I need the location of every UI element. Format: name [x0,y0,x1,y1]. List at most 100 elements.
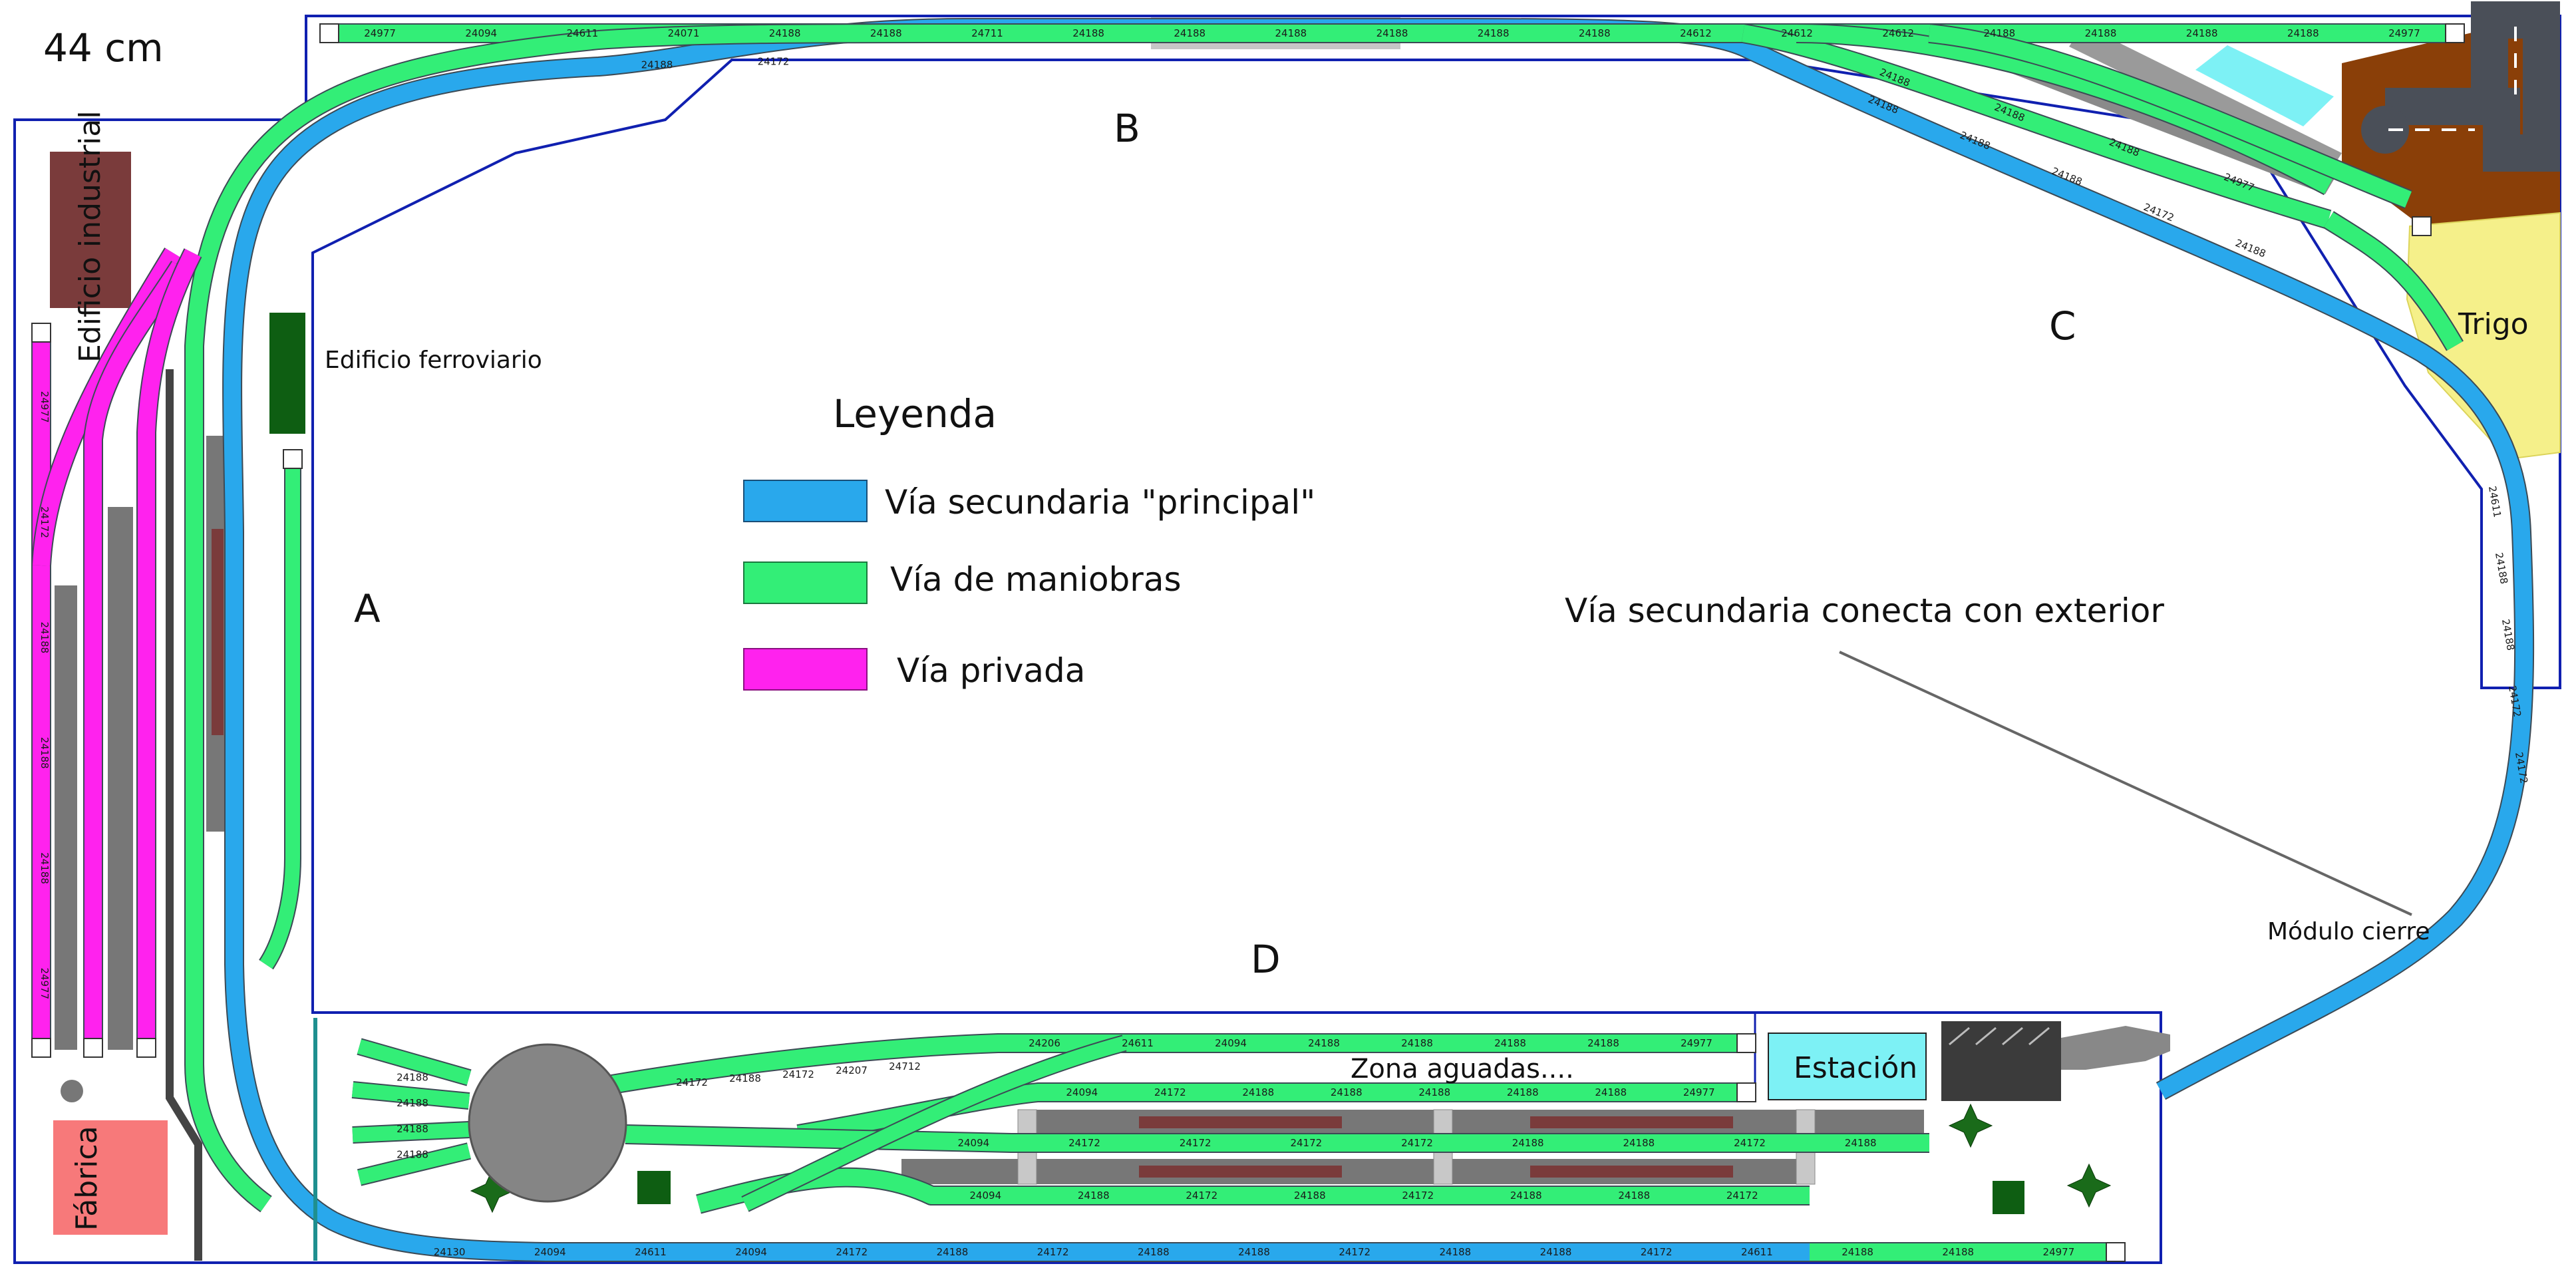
track-code: 24188 [1623,1137,1655,1149]
track-code: 24188 [39,621,51,653]
track-code: 24712 [889,1060,921,1072]
engine-shed-line-1 [1949,1027,1970,1046]
track-code: 24188 [2493,552,2510,585]
track-code: 24188 [1174,27,1206,39]
legend-title: Leyenda [833,391,997,436]
track-code: 24977 [39,967,51,999]
buffer-stop [2106,1242,2126,1262]
cyan-warehouse [2195,45,2334,126]
left-shunting-siding [259,459,301,970]
track-code: 24172 [1734,1137,1766,1149]
buffer-stop [1736,1082,1756,1102]
track-code: 24172 [782,1068,814,1080]
track-code: 24172 [1402,1190,1434,1201]
track-code: 24188 [1842,1246,1873,1258]
industrial-building [50,152,131,308]
platform-shelter-3 [1139,1166,1342,1178]
track-code: 24172 [758,56,790,68]
buffer-stop [2412,216,2432,236]
track-code: 24188 [769,27,801,39]
platform-left-3-shed [212,529,224,735]
buffer-stop [83,1038,103,1058]
station-label: Estación [1794,1051,1917,1085]
loco-stub-4 [357,1142,472,1186]
track-code: 24188 [1579,27,1611,39]
track-code: 24188 [397,1149,428,1161]
private-siding-2 [31,247,182,566]
platform-shelter-1 [1139,1116,1342,1128]
track-code: 24172 [1037,1246,1069,1258]
track-code: 24172 [1641,1246,1673,1258]
track-code: 24207 [836,1064,868,1076]
private-siding-4 [136,248,202,1048]
tracks-layer [31,18,2535,1262]
track-code: 24188 [1331,1086,1363,1098]
engine-shed-line-4 [2028,1027,2050,1046]
station-track-3 [625,1124,1929,1153]
station-crossover [741,1035,1127,1212]
upper-right-siding-c [1928,23,2412,209]
private-siding-3 [83,261,188,1048]
buffer-stop [136,1038,156,1058]
track-code: 24188 [729,1072,761,1084]
track-code: 24612 [1680,27,1712,39]
water-tower [637,1171,671,1204]
industrial-building-label: Edificio industrial [73,110,107,363]
legend-label-shunting: Vía de maniobras [890,560,1182,599]
kiosk [1993,1181,2024,1214]
track-code: 24188 [2186,27,2218,39]
road [2385,1,2560,172]
track-code: 24188 [1238,1246,1270,1258]
railway-building [269,313,305,434]
track-code: 24188 [1507,1086,1539,1098]
track-code: 24172 [1339,1246,1370,1258]
track-code: 24711 [971,27,1003,39]
track-code: 24172 [1068,1137,1100,1149]
track-code: 24172 [1154,1086,1186,1098]
zone-label-d: D [1251,937,1281,982]
buffer-stop [31,1038,51,1058]
track-code: 24188 [1510,1190,1542,1201]
zone-label-b: B [1114,106,1140,151]
zone-label-c: C [2049,303,2076,349]
legend-label-private: Vía privada [897,651,1085,690]
buffer-stops [31,23,2465,1262]
track-code: 24188 [1983,27,2015,39]
track-code: 24188 [397,1071,428,1083]
platform-left-1 [55,585,77,1050]
tree-3 [2066,1163,2112,1208]
track-code: 24188 [1439,1246,1471,1258]
track-code: 24188 [870,27,902,39]
wheat-label: Trigo [2458,307,2529,341]
track-code: 24611 [635,1246,667,1258]
track-code: 24172 [39,506,51,538]
track-code: 24188 [1418,1086,1450,1098]
upper-right-siding-a [1741,23,2332,230]
factory-silo [61,1080,83,1102]
scale-label: 44 cm [43,25,164,71]
legend-swatch-private [743,648,868,691]
platform-left-2 [108,507,133,1050]
track-code: 24188 [397,1123,428,1135]
track-code: 24188 [1845,1137,1877,1149]
track-code: 24611 [566,27,598,39]
track-code: 24188 [2287,27,2319,39]
track-code: 24188 [1294,1190,1326,1201]
track-code: 24172 [1180,1137,1211,1149]
track-code: 24188 [1376,27,1408,39]
buffer-stop [2445,23,2465,43]
track-code: 24094 [1215,1037,1247,1049]
track-code: 24188 [937,1246,969,1258]
track-code: 24172 [836,1246,868,1258]
buffer-stop [283,449,303,469]
legend-swatch-shunting [743,561,868,604]
track-code: 24188 [1512,1137,1544,1149]
road-ramp [2061,1026,2170,1070]
zone-label-a: A [354,586,381,631]
engine-shed-line-3 [2002,1027,2023,1046]
track-code: 24977 [2043,1246,2075,1258]
track-code: 24188 [39,737,51,769]
track-code: 24188 [1072,27,1104,39]
turntable [468,1043,627,1203]
